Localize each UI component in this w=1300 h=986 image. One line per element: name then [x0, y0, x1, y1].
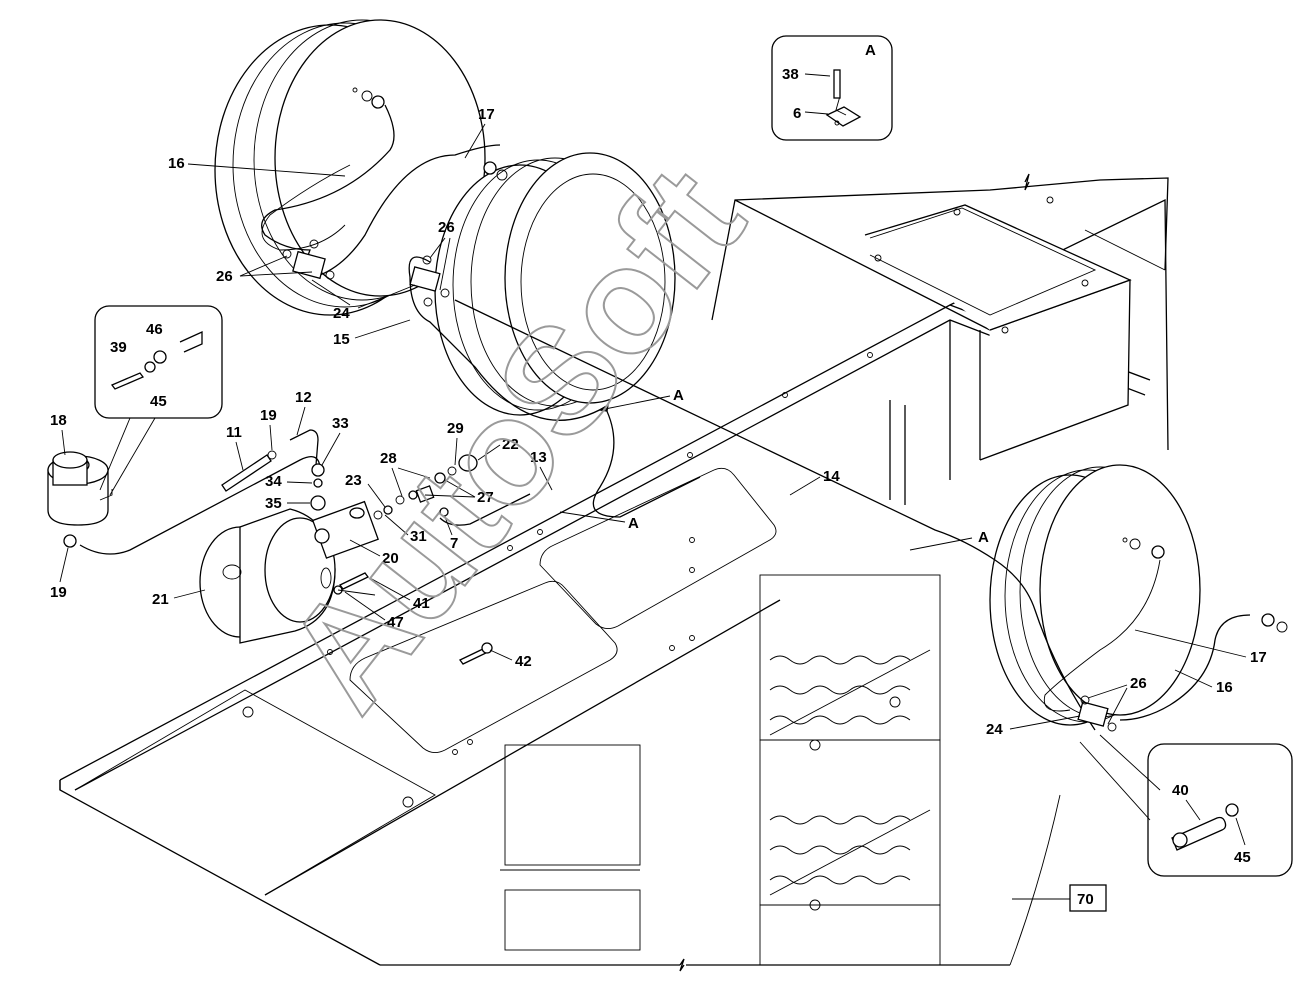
- detail-left-part-45: 45: [150, 393, 167, 410]
- callout-23: 23: [345, 472, 362, 489]
- callout-31: 31: [410, 528, 427, 545]
- callout-16-lower: 16: [1216, 679, 1233, 696]
- callout-12: 12: [295, 389, 312, 406]
- wheel-upper-left: [214, 19, 486, 316]
- switch-parts: [373, 454, 531, 526]
- battery-box: [711, 173, 1169, 461]
- brake-lines: [79, 104, 1251, 731]
- callout-27: 27: [477, 489, 494, 506]
- callout-33: 33: [332, 415, 349, 432]
- callout-21: 21: [152, 591, 169, 608]
- detail-top-part-38: 38: [782, 66, 799, 83]
- callout-18: 18: [50, 412, 67, 429]
- bolts: [333, 572, 493, 665]
- fittings: [282, 87, 1288, 732]
- callout-7: 7: [450, 535, 458, 552]
- callout-17-lower: 17: [1250, 649, 1267, 666]
- detail-box-top: A 38 6: [771, 35, 893, 141]
- callout-14: 14: [823, 468, 840, 485]
- detail-top-part-6: 6: [793, 105, 801, 122]
- detail-left-part-46: 46: [146, 321, 163, 338]
- callout-26-left: 26: [216, 268, 233, 285]
- detail-right-part-45: 45: [1234, 849, 1251, 866]
- section-mark-a-2: A: [628, 515, 639, 532]
- callout-41: 41: [413, 595, 430, 612]
- callout-26-middle: 26: [438, 219, 455, 236]
- wheel-lower-right: [989, 464, 1201, 726]
- step-ladder-upper: [769, 649, 931, 736]
- step-ladder-lower: [769, 809, 931, 896]
- callout-13: 13: [530, 449, 547, 466]
- section-mark-a-1: A: [673, 387, 684, 404]
- wheel-middle: [434, 152, 676, 416]
- callout-24-upper: 24: [333, 305, 350, 322]
- detail-box-right: 40 45: [1079, 734, 1293, 877]
- callout-15: 15: [333, 331, 350, 348]
- callout-22: 22: [502, 436, 519, 453]
- reference-box-70: 70: [1009, 794, 1107, 966]
- callout-28: 28: [380, 450, 397, 467]
- callout-42: 42: [515, 653, 532, 670]
- callout-24-lower: 24: [986, 721, 1003, 738]
- callout-29: 29: [447, 420, 464, 437]
- callout-35: 35: [265, 495, 282, 512]
- callout-19-lower: 19: [50, 584, 67, 601]
- callout-19-upper: 19: [260, 407, 277, 424]
- pipe-parts: [221, 429, 326, 511]
- detail-box-left: 39 46 45: [94, 305, 223, 496]
- fluid-reservoir: [47, 451, 113, 548]
- master-cylinder-assembly: [199, 500, 379, 644]
- callout-34: 34: [265, 473, 282, 490]
- section-marks: A A A: [559, 387, 989, 551]
- callout-11: 11: [226, 424, 242, 441]
- detail-left-part-39: 39: [110, 339, 127, 356]
- callout-26-lower: 26: [1130, 675, 1147, 692]
- callout-labels: 16 17 26 26 24 15 18 11 19 12 33 34 35 1…: [50, 106, 1267, 738]
- frame-holes: [242, 352, 901, 911]
- callout-20: 20: [382, 550, 399, 567]
- reference-70: 70: [1077, 891, 1094, 908]
- detail-top-letter: A: [865, 42, 876, 59]
- detail-right-part-40: 40: [1172, 782, 1189, 799]
- section-mark-a-3: A: [978, 529, 989, 546]
- callout-47: 47: [387, 614, 404, 631]
- callout-17-upper: 17: [478, 106, 495, 123]
- chassis-frame: [59, 198, 1169, 972]
- callout-16-upper: 16: [168, 155, 185, 172]
